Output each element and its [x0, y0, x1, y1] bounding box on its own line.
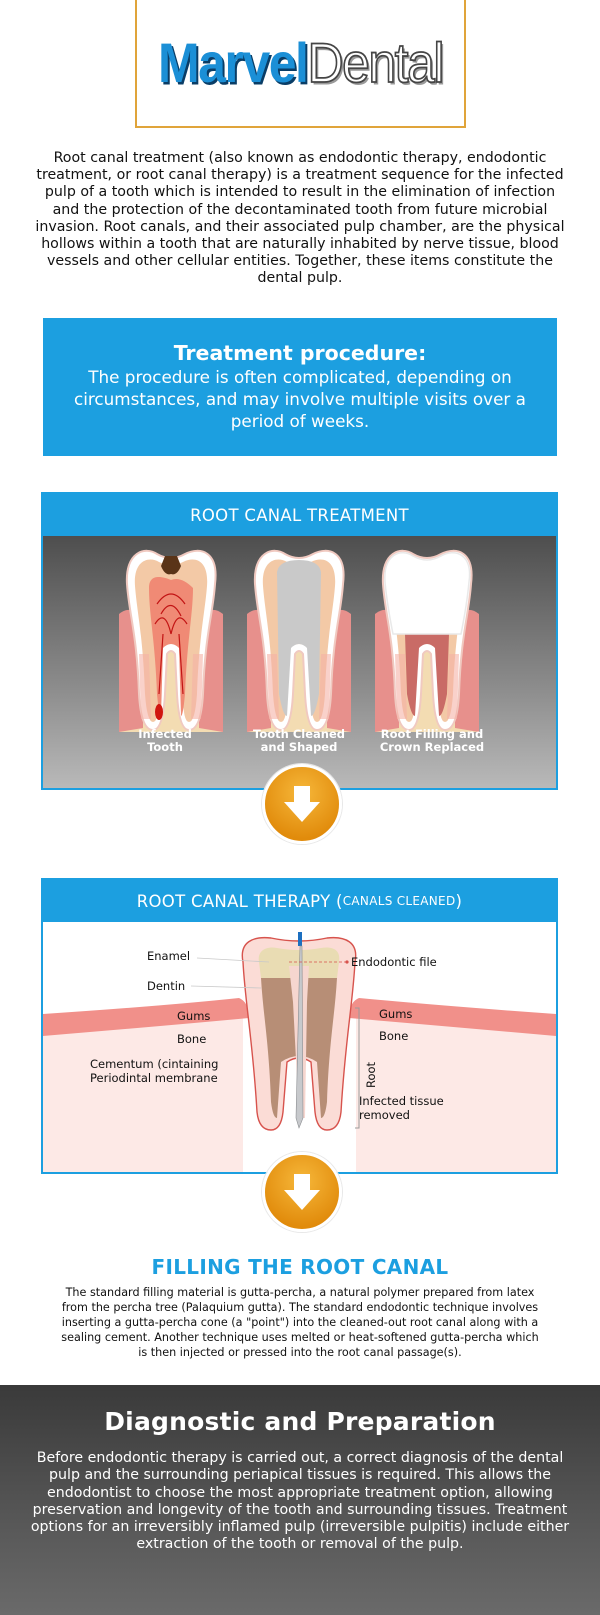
label-bone-right: Bone: [379, 1029, 408, 1043]
panel2-title-end: ): [455, 891, 463, 911]
tooth3-caption-line1: Root Filling and: [381, 727, 483, 741]
label-bone-left: Bone: [177, 1032, 206, 1046]
tooth-cross-section: Enamel Dentin Gums Bone Cementum (cintai…: [43, 932, 556, 1172]
diagnostic-body: Before endodontic therapy is carried out…: [30, 1450, 570, 1553]
intro-paragraph: Root canal treatment (also known as endo…: [35, 150, 565, 287]
arrow-down-glyph-2: [284, 1174, 320, 1210]
brand-part1: Marvel: [158, 31, 309, 95]
label-dentin: Dentin: [147, 979, 185, 993]
filling-title: FILLING THE ROOT CANAL: [151, 1255, 449, 1279]
label-infected-line2: removed: [359, 1108, 410, 1122]
tooth2-caption-line1: Tooth Cleaned: [253, 727, 345, 741]
callout-body: The procedure is often complicated, depe…: [74, 367, 526, 431]
panel2-title: ROOT CANAL THERAPY (CANALS CLEANED): [43, 880, 556, 922]
treatment-procedure-callout: Treatment procedure: The procedure is of…: [43, 318, 557, 456]
label-root: Root: [364, 1061, 378, 1088]
tooth-diagram: Enamel Dentin Gums Bone Cementum (cintai…: [43, 922, 556, 1172]
label-infected-line1: Infected tissue: [359, 1094, 444, 1108]
panel2-title-main: ROOT CANAL THERAPY (: [136, 891, 343, 911]
panel1-title: ROOT CANAL TREATMENT: [43, 494, 556, 536]
arrow-down-icon: [262, 764, 342, 844]
tooth3-caption-line2: Crown Replaced: [380, 740, 484, 754]
label-endodontic-file: Endodontic file: [351, 955, 437, 969]
filling-body: The standard filling material is gutta-p…: [61, 1286, 539, 1359]
panel2-title-small: CANALS CLEANED: [342, 894, 456, 908]
brand-logo: MarvelDental: [135, 0, 466, 128]
label-gums-right: Gums: [379, 1007, 412, 1021]
tooth2-caption-line2: and Shaped: [261, 740, 338, 754]
callout-title: Treatment procedure:: [173, 341, 427, 365]
diagnostic-section: Diagnostic and Preparation Before endodo…: [0, 1385, 600, 1615]
tooth-infected: [118, 549, 224, 733]
arrow-down-icon-2: [262, 1152, 342, 1232]
root-canal-therapy-panel: ROOT CANAL THERAPY (CANALS CLEANED): [41, 878, 558, 1174]
label-cementum-line1: Cementum (cintaining: [90, 1057, 218, 1071]
tooth-filled: [374, 549, 480, 733]
teeth-stage: Infected Tooth Tooth Cleaned and Shaped …: [43, 536, 556, 788]
arrow-down-glyph: [284, 786, 320, 822]
brand-part2: Dental: [307, 31, 446, 96]
tooth1-caption-line1: Infected: [138, 727, 192, 741]
label-gums-left: Gums: [177, 1009, 210, 1023]
brand-logo-text: MarvelDental: [158, 31, 446, 96]
tooth1-caption-line2: Tooth: [147, 740, 183, 754]
tooth-cleaned: [246, 549, 352, 733]
teeth-illustration: Infected Tooth Tooth Cleaned and Shaped …: [118, 549, 484, 754]
label-enamel: Enamel: [147, 949, 190, 963]
root-canal-treatment-panel: ROOT CANAL TREATMENT: [41, 492, 558, 790]
label-cementum-line2: Periodintal membrane: [90, 1071, 218, 1085]
diagnostic-title: Diagnostic and Preparation: [104, 1407, 496, 1436]
